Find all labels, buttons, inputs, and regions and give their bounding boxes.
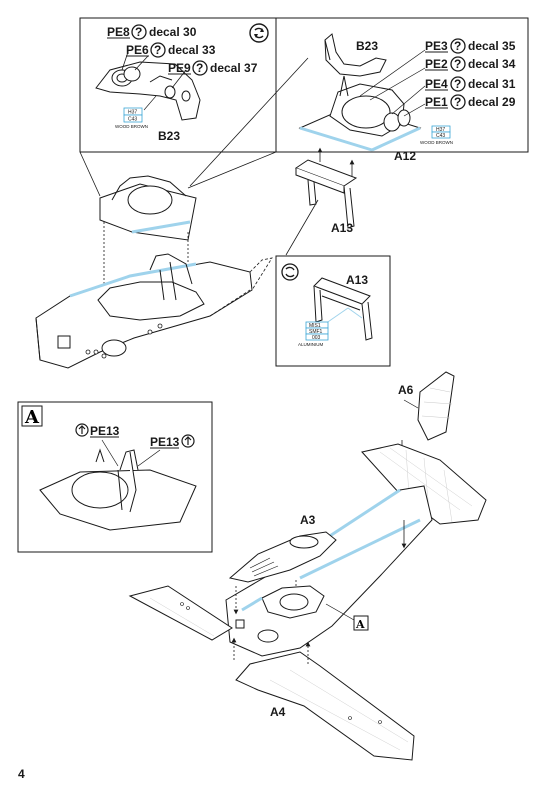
svg-text:?: ?: [135, 25, 142, 39]
top-left-detail-box: PE8 ? decal 30 PE6 ? decal 33 PE9 ? deca…: [79, 17, 277, 153]
svg-text:C43: C43: [128, 117, 137, 123]
decal-33-label: decal 33: [168, 43, 216, 57]
cockpit-assembly-drawing: [35, 175, 273, 369]
question-icon: ?: [131, 24, 147, 40]
rotate-icon: [281, 263, 299, 281]
pe6-label: PE6: [126, 43, 149, 57]
decal-37-label: decal 37: [210, 61, 258, 75]
callout-pe9: PE9 ? decal 37: [168, 60, 258, 76]
detail-a-ref-marker: A: [353, 615, 369, 631]
callout-pe3: PE3 ? decal 35: [425, 38, 516, 54]
svg-text:?: ?: [454, 57, 461, 71]
svg-text:A: A: [355, 618, 365, 631]
question-icon: ?: [450, 76, 466, 92]
svg-text:decal 29: decal 29: [468, 95, 516, 109]
svg-text:PE2: PE2: [425, 57, 448, 71]
svg-text:PE13: PE13: [90, 424, 120, 438]
svg-text:?: ?: [454, 39, 461, 53]
a4-label: A4: [270, 705, 286, 719]
arrow-up-icon: [181, 434, 195, 448]
callout-pe2: PE2 ? decal 34: [425, 56, 516, 72]
pe13-right-callout: PE13: [150, 434, 195, 449]
part-b23-small: [324, 33, 387, 77]
rotate-icon: [249, 23, 269, 43]
svg-text:H37: H37: [436, 127, 445, 133]
pe9-label: PE9: [168, 61, 191, 75]
a13-label-box: A13: [346, 273, 368, 287]
svg-text:?: ?: [196, 61, 203, 75]
callout-pe4: PE4 ? decal 31: [425, 76, 516, 92]
svg-text:SMF1: SMF1: [309, 329, 323, 335]
a12-label: A12: [394, 149, 416, 163]
paint-chip-wood-brown: H37 C43 WOOD BROWN: [115, 107, 148, 129]
a3-label: A3: [300, 513, 316, 527]
svg-text:PE13: PE13: [150, 435, 180, 449]
b23-label-right: B23: [356, 39, 378, 53]
part-a12-drawing: [298, 75, 422, 152]
part-a13-drawing: [294, 159, 358, 229]
question-icon: ?: [150, 42, 166, 58]
callout-pe1: PE1 ? decal 29: [425, 94, 516, 110]
question-icon: ?: [450, 38, 466, 54]
pe13-left-callout: PE13: [75, 423, 120, 438]
main-aircraft-drawing: A6 A3: [128, 371, 487, 761]
svg-text:MIS1: MIS1: [309, 323, 321, 329]
question-icon: ?: [450, 56, 466, 72]
svg-text:decal 34: decal 34: [468, 57, 516, 71]
svg-text:003: 003: [312, 335, 321, 341]
paint-chip-aluminium: MIS1 SMF1 003 ALUMINIUM: [298, 321, 329, 347]
b23-label: B23: [158, 129, 180, 143]
detail-box-a: A PE13 PE13: [17, 401, 213, 553]
svg-text:H37: H37: [128, 110, 137, 116]
decal-30-label: decal 30: [149, 25, 197, 39]
paint-chip-wood-brown-right: H37 C43 WOOD BROWN: [420, 125, 453, 145]
svg-text:WOOD BROWN: WOOD BROWN: [420, 140, 453, 145]
part-b23-drawing: [95, 61, 201, 121]
svg-text:ALUMINIUM: ALUMINIUM: [298, 342, 324, 347]
svg-text:decal 31: decal 31: [468, 77, 516, 91]
svg-text:?: ?: [454, 77, 461, 91]
paint-name: WOOD BROWN: [115, 124, 148, 129]
svg-text:PE1: PE1: [425, 95, 448, 109]
svg-text:?: ?: [154, 43, 161, 57]
svg-text:C43: C43: [436, 133, 445, 139]
detail-a-marker: A: [24, 407, 40, 428]
svg-text:?: ?: [454, 95, 461, 109]
a13-label-top: A13: [331, 221, 353, 235]
callout-pe6: PE6 ? decal 33: [126, 42, 216, 58]
pe8-label: PE8: [107, 25, 130, 39]
question-icon: ?: [450, 94, 466, 110]
question-icon: ?: [192, 60, 208, 76]
page-number: 4: [18, 767, 25, 781]
arrow-up-icon: [75, 423, 89, 437]
top-right-detail-box: B23 PE3 ? decal 35 PE2 ? d: [275, 17, 529, 235]
callout-pe8: PE8 ? decal 30: [107, 24, 197, 40]
svg-text:PE4: PE4: [425, 77, 448, 91]
svg-text:PE3: PE3: [425, 39, 448, 53]
a13-detail-box: A13 MIS1 SMF1 003 ALUMINIUM: [275, 255, 391, 367]
svg-text:decal 35: decal 35: [468, 39, 516, 53]
a6-label: A6: [398, 383, 414, 397]
